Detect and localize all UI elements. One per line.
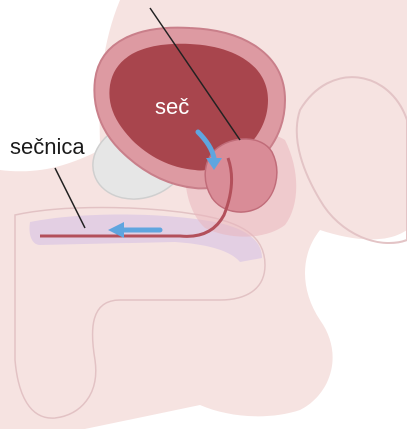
prostate [205, 139, 277, 212]
bladder-label: seč [155, 96, 189, 118]
urethra-label: sečnica [10, 136, 85, 158]
